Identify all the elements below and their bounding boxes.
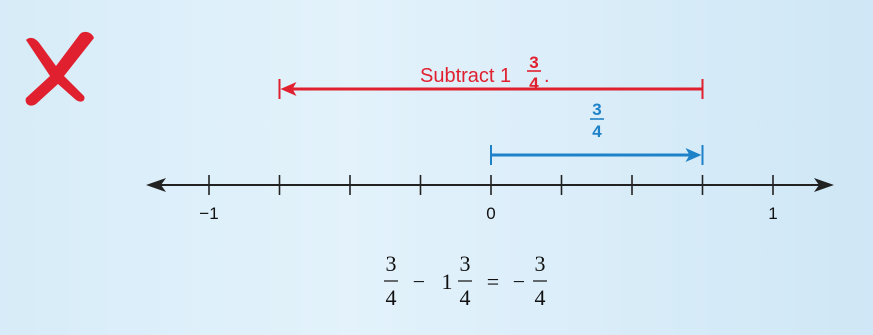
axis-tick-label: 0 — [486, 204, 495, 223]
eq-term1-den: 4 — [386, 285, 397, 310]
axis-tick-label: 1 — [768, 204, 777, 223]
red-label-prefix: Subtract 1 — [420, 65, 511, 87]
eq-minus-1: − — [413, 269, 425, 294]
red-annotation-label: Subtract 1 3 4 . — [420, 53, 550, 93]
blue-frac-den: 4 — [592, 122, 602, 141]
equation: 3 4 − 1 3 4 = − 3 4 — [384, 251, 547, 310]
axis-right-arrowhead — [814, 178, 834, 192]
blue-add-arrow — [490, 145, 704, 165]
blue-frac-num: 3 — [592, 100, 601, 119]
eq-term3-den: 4 — [535, 285, 546, 310]
number-line-labels: −1 0 1 — [199, 204, 777, 223]
red-frac-num: 3 — [529, 53, 538, 72]
red-label-suffix: . — [544, 65, 550, 87]
blue-annotation-label: 3 4 — [590, 100, 604, 141]
red-frac-den: 4 — [529, 74, 539, 93]
eq-equals: = — [487, 269, 499, 294]
eq-whole: 1 — [442, 269, 453, 294]
axis-left-arrowhead — [146, 178, 166, 192]
eq-term3-num: 3 — [535, 251, 546, 276]
red-subtract-arrow — [278, 79, 704, 99]
axis-tick-label: −1 — [199, 204, 218, 223]
blue-arrowhead — [685, 148, 702, 162]
eq-term2-den: 4 — [460, 285, 471, 310]
red-arrowhead — [280, 82, 297, 96]
eq-term1-num: 3 — [386, 251, 397, 276]
red-x-mark-icon — [25, 31, 94, 106]
eq-term2-num: 3 — [460, 251, 471, 276]
number-line — [146, 175, 834, 195]
eq-minus-2: − — [513, 269, 525, 294]
